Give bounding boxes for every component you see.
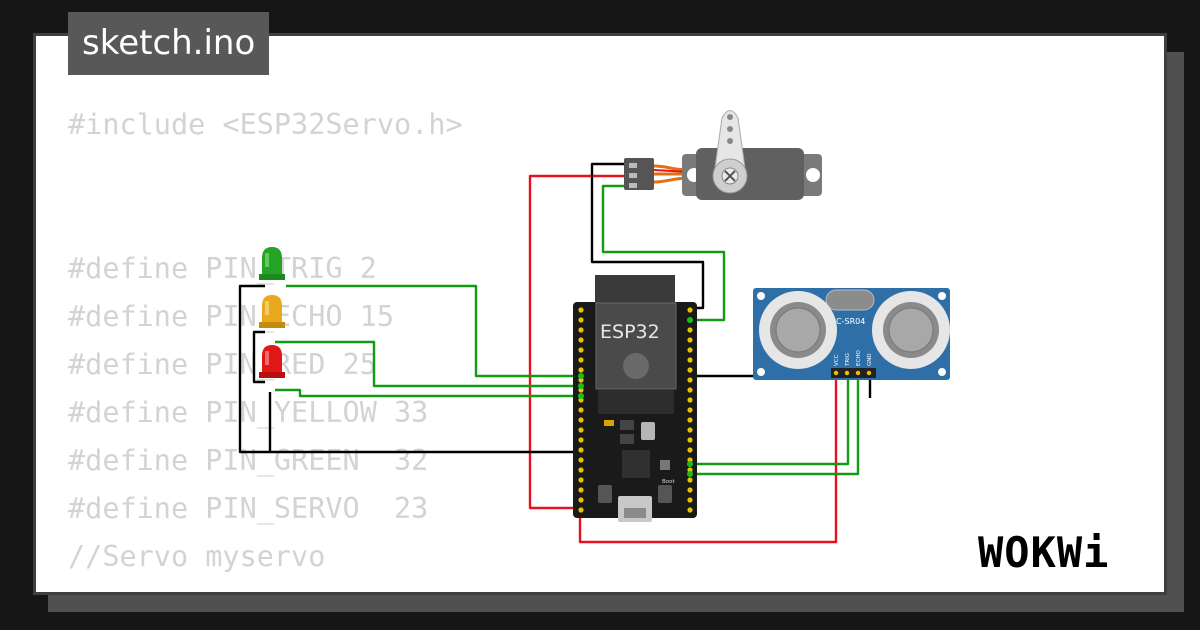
pin-label-gnd: GND — [867, 353, 873, 366]
esp32-pins-right — [687, 307, 693, 513]
pin-label-vcc: VCC — [834, 354, 840, 366]
sensor-label: HC-SR04 — [830, 317, 865, 326]
wire-black-servo-gnd — [590, 162, 705, 310]
wire-red-sensor-vcc — [578, 378, 838, 544]
wire-green-servo-signal — [601, 184, 726, 322]
wire-red-servo-vin — [528, 174, 628, 510]
esp32-chip — [622, 450, 650, 478]
code-line: #define PIN_SERVO 23 — [68, 492, 429, 525]
code-line: #define PIN_ECHO 15 — [68, 300, 395, 333]
servo-body — [696, 148, 804, 200]
code-line: #define PIN_GREEN 32 — [68, 444, 429, 477]
crystal — [825, 289, 875, 311]
file-name-tab: sketch.ino — [68, 12, 270, 75]
led-red[interactable] — [259, 345, 285, 378]
sensor-header — [831, 368, 876, 378]
wire-green-led-green — [286, 284, 580, 378]
wire-black-led-gnd-2 — [252, 330, 265, 384]
esp32-pins-left — [578, 307, 584, 513]
led-yellow[interactable] — [259, 295, 285, 328]
esp32-label: ESP32 — [600, 321, 660, 343]
pin-label-trig: TRIG — [845, 353, 851, 367]
wokwi-logo: WOKWi — [978, 528, 1110, 577]
svg-text:Boot: Boot — [662, 479, 676, 485]
espressif-logo — [623, 353, 649, 379]
pin-label-echo: ECHO — [856, 350, 862, 366]
en-button — [598, 485, 612, 503]
esp32-antenna — [595, 275, 675, 305]
esp32-connected-pins — [578, 317, 693, 477]
code-preview: #include <ESP32Servo.h> #define PIN_TRIG… — [68, 36, 463, 573]
wire-black-led-gnd — [238, 284, 580, 454]
wire-green-led-yellow — [275, 340, 580, 388]
code-line: #include <ESP32Servo.h> — [68, 108, 463, 141]
led-green[interactable] — [259, 247, 285, 280]
boot-button — [658, 485, 672, 503]
wire-green-sensor-echo — [690, 378, 860, 476]
wire-green-led-red — [275, 388, 580, 398]
code-line: //Servo myservo — [68, 540, 326, 573]
hc-sr04-sensor[interactable]: HC-SR04 VCC TRIG ECHO GND — [753, 288, 950, 380]
wires — [238, 162, 872, 544]
esp32-board[interactable]: ESP32 Boot — [573, 275, 697, 522]
wire-green-sensor-trig — [690, 378, 850, 466]
code-line: #define PIN_YELLOW 33 — [68, 396, 429, 429]
servo-connector — [624, 158, 654, 190]
servo-motor[interactable] — [624, 110, 822, 201]
